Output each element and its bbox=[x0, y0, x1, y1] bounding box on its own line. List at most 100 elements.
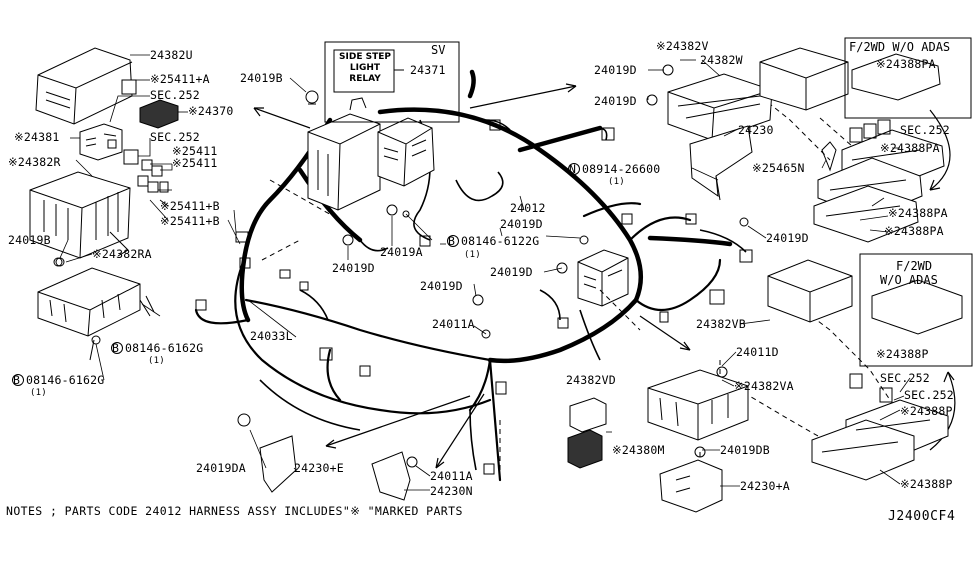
label-24230A: 24230+A bbox=[740, 479, 790, 493]
label-24230N: 24230N bbox=[430, 484, 473, 498]
callout-adas-bottom-part bbox=[871, 279, 963, 335]
relay-24380M bbox=[567, 429, 603, 469]
label-24019D-right: 24019D bbox=[766, 231, 809, 245]
label-24011D: 24011D bbox=[736, 345, 779, 359]
relay-line-3: RELAY bbox=[349, 74, 381, 84]
callout-adas-bottom-header-1: F/2WD bbox=[896, 259, 933, 273]
callout-sv-relay-frame bbox=[333, 49, 395, 93]
label-08146-6122G-qty: (1) bbox=[464, 250, 481, 260]
clip-25465N bbox=[821, 141, 837, 172]
label-sec252-b: SEC.252 bbox=[150, 130, 200, 144]
bracket-24230A bbox=[659, 459, 723, 513]
harness-fuse-block-right bbox=[577, 249, 629, 307]
label-24019DB: 24019DB bbox=[720, 443, 770, 457]
label-08914-26600: 08914-26600 bbox=[582, 162, 661, 176]
connector-24381 bbox=[79, 123, 123, 161]
label-25411-2: ※25411 bbox=[172, 156, 218, 170]
label-24019D-top2: 24019D bbox=[594, 94, 637, 108]
marker-n: N bbox=[569, 162, 577, 176]
bracket-24230N bbox=[371, 451, 411, 501]
label-24019A: 24019A bbox=[380, 245, 423, 259]
callout-adas-top-header: F/2WD W/O ADAS bbox=[849, 40, 951, 54]
label-24230E: 24230+E bbox=[294, 461, 344, 475]
label-24019B-top: 24019B bbox=[240, 71, 283, 85]
label-24388PA-box: ※24388PA bbox=[876, 57, 936, 71]
label-24019D-b: 24019D bbox=[500, 217, 543, 231]
cover-24382VB bbox=[767, 259, 853, 323]
label-24382RA: ※24382RA bbox=[92, 247, 152, 261]
label-24388PA-1: ※24388PA bbox=[880, 141, 940, 155]
label-sec252-c: SEC.252 bbox=[900, 123, 950, 137]
label-24019D-c: 24019D bbox=[490, 265, 533, 279]
label-24011A-a: 24011A bbox=[432, 317, 475, 331]
fuse-base-24382RA bbox=[37, 257, 141, 345]
diagram-code: J2400CF4 bbox=[888, 509, 956, 524]
label-24388PA-3: ※24388PA bbox=[884, 224, 944, 238]
label-25411-1: ※25411 bbox=[172, 144, 218, 158]
label-24230: 24230 bbox=[738, 123, 774, 137]
label-24388P-2: ※24388P bbox=[900, 477, 953, 491]
label-sec252-d: SEC.252 bbox=[880, 371, 930, 385]
label-24382U: 24382U bbox=[150, 48, 193, 62]
label-24382VA: ※24382VA bbox=[734, 379, 794, 393]
fuse-box-cover-24382U bbox=[35, 47, 133, 125]
callout-sv-frame bbox=[324, 41, 460, 123]
harness-fuse-block-left bbox=[307, 97, 381, 211]
label-24019DA: 24019DA bbox=[196, 461, 246, 475]
label-24380M: ※24380M bbox=[612, 443, 665, 457]
label-24019D-top1: 24019D bbox=[594, 63, 637, 77]
tray-24382VA bbox=[647, 369, 749, 441]
callout-adas-top-frame bbox=[844, 37, 972, 119]
label-25411B-2: ※25411+B bbox=[160, 214, 220, 228]
label-24381: ※24381 bbox=[14, 130, 60, 144]
callout-sv-header: SV bbox=[431, 43, 446, 57]
label-24382R: ※24382R bbox=[8, 155, 61, 169]
relay-line-2: LIGHT bbox=[349, 63, 381, 73]
label-08146-6162G-b-qty: (1) bbox=[30, 388, 47, 398]
bracket-24230E bbox=[259, 435, 297, 493]
harness-connectors bbox=[195, 119, 753, 475]
label-24371: 24371 bbox=[410, 63, 446, 77]
leader-lines bbox=[59, 54, 911, 491]
bolts-8146 bbox=[89, 295, 155, 361]
label-24382V: ※24382V bbox=[656, 39, 709, 53]
label-sec252-e: SEC.252 bbox=[904, 388, 954, 402]
fuse-blocks-24388PA bbox=[813, 129, 945, 243]
bolt-24019B bbox=[53, 90, 319, 267]
dashed-guides bbox=[261, 79, 891, 480]
marker-b-3: B bbox=[448, 234, 456, 248]
cover-24382W bbox=[759, 47, 849, 111]
relay-25411A bbox=[121, 79, 137, 95]
label-24019B-left: 24019B bbox=[8, 233, 51, 247]
label-24388P-1: ※24388P bbox=[900, 404, 953, 418]
callout-adas-top-part bbox=[851, 53, 941, 101]
label-25411A: ※25411+A bbox=[150, 72, 210, 86]
relay-cluster-25411 bbox=[137, 159, 169, 193]
relays-sec252-right bbox=[849, 119, 891, 143]
label-24019D-a: 24019D bbox=[332, 261, 375, 275]
label-25411B-1: ※25411+B bbox=[160, 199, 220, 213]
label-24033L: 24033L bbox=[250, 329, 293, 343]
direction-arrows bbox=[253, 83, 956, 469]
callout-adas-bottom-frame bbox=[859, 253, 973, 367]
label-24382VD: 24382VD bbox=[566, 373, 616, 387]
marker-b-2: B bbox=[13, 373, 21, 387]
relay-24370 bbox=[139, 99, 179, 129]
harness-secondary-24033L bbox=[194, 202, 722, 482]
label-08146-6162G-a: 08146-6162G bbox=[125, 341, 204, 355]
circled-markers bbox=[12, 163, 580, 386]
callout-adas-bottom-header-2: W/O ADAS bbox=[880, 273, 938, 287]
label-24370: ※24370 bbox=[188, 104, 234, 118]
label-24011A-b: 24011A bbox=[430, 469, 473, 483]
relay-sec252 bbox=[123, 149, 139, 165]
bracket-24382V bbox=[667, 73, 773, 141]
relays-sec252-bottom bbox=[849, 373, 893, 403]
notes-text: NOTES ; PARTS CODE 24012 HARNESS ASSY IN… bbox=[6, 504, 463, 518]
label-24388P-box: ※24388P bbox=[876, 347, 929, 361]
label-25465N: ※25465N bbox=[752, 161, 805, 175]
label-24382VB: 24382VB bbox=[696, 317, 746, 331]
bracket-24230 bbox=[689, 125, 753, 201]
label-08914-26600-qty: (1) bbox=[608, 177, 625, 187]
marker-b-1: B bbox=[112, 341, 120, 355]
